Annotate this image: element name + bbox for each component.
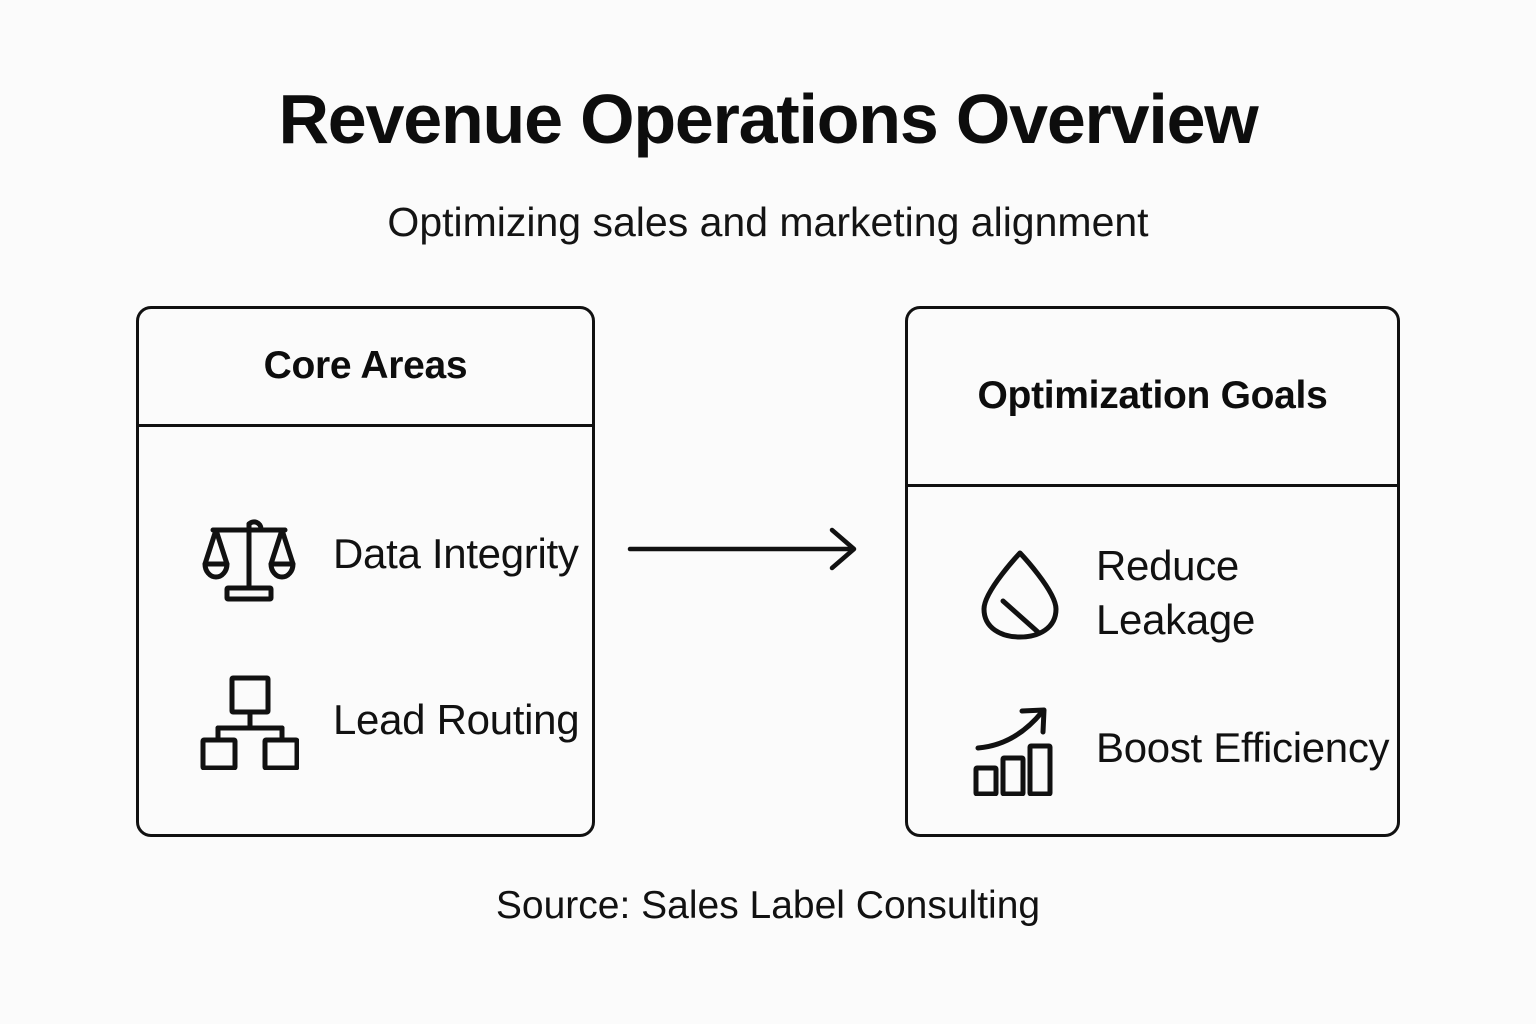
- page-subtitle: Optimizing sales and marketing alignment: [387, 199, 1149, 245]
- list-item-lead-routing[interactable]: Lead Routing: [139, 637, 592, 803]
- list-item-boost-efficiency[interactable]: Boost Efficiency: [908, 670, 1397, 825]
- bar-chart-growth-icon: [970, 698, 1070, 798]
- list-item-data-integrity[interactable]: Data Integrity: [139, 471, 592, 637]
- title-block: Revenue Operations Overview Optimizing s…: [0, 84, 1536, 243]
- card-optimization-goals: Optimization Goals Reduce Leakage: [905, 306, 1400, 837]
- card-core-areas-body: Data Integrity: [139, 427, 592, 834]
- card-core-areas: Core Areas: [136, 306, 595, 837]
- list-item-label: Boost Efficiency: [1096, 723, 1390, 771]
- source-caption: Source: Sales Label Consulting: [495, 884, 1041, 927]
- list-item-reduce-leakage[interactable]: Reduce Leakage: [908, 515, 1397, 670]
- page-title: Revenue Operations Overview: [278, 80, 1258, 158]
- list-item-label: Data Integrity: [333, 530, 579, 578]
- card-core-areas-heading: Core Areas: [139, 309, 592, 427]
- list-item-label: Lead Routing: [333, 696, 580, 744]
- hierarchy-routing-icon: [197, 668, 301, 772]
- card-optimization-goals-body: Reduce Leakage Boost Efficiency: [908, 487, 1397, 834]
- list-item-label: Reduce Leakage: [1096, 541, 1256, 643]
- card-optimization-goals-heading: Optimization Goals: [908, 309, 1397, 487]
- balance-scale-icon: [197, 502, 301, 606]
- water-droplet-icon: [970, 543, 1070, 643]
- right-arrow-icon: [620, 512, 870, 586]
